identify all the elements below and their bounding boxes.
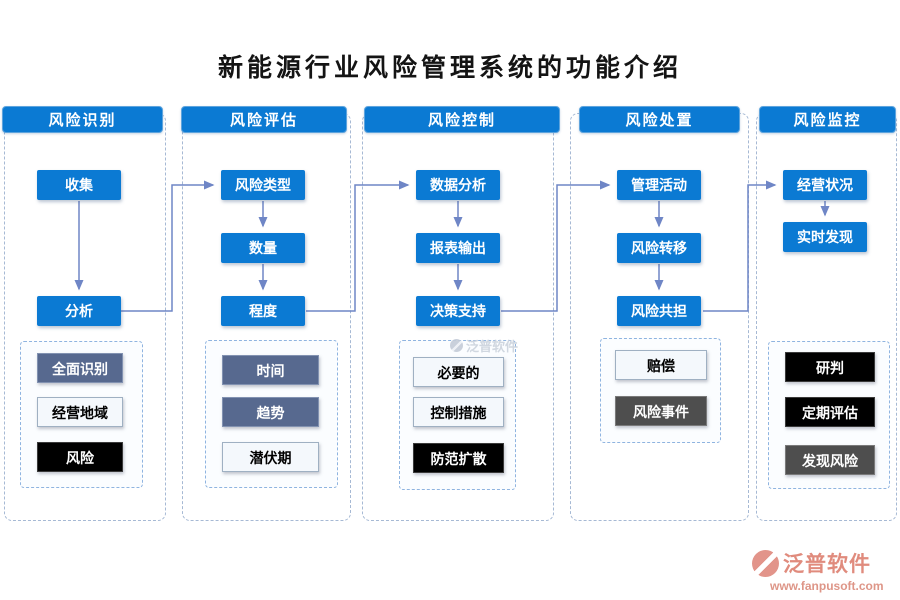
tag-trend: 趋势: [222, 397, 319, 427]
watermark: 泛普软件: [450, 336, 518, 355]
column-header-risk-disposal: 风险处置: [579, 106, 740, 133]
tag-research-judgement: 研判: [785, 352, 875, 382]
flow-node-quantity: 数量: [221, 233, 305, 263]
flow-node-degree: 程度: [221, 296, 305, 326]
flow-node-collect: 收集: [37, 170, 121, 200]
brand-name: 泛普软件: [783, 553, 871, 576]
column-header-risk-monitoring: 风险监控: [759, 106, 896, 133]
fanpu-logo-icon: [752, 549, 779, 577]
flow-node-risk-transfer: 风险转移: [617, 233, 701, 263]
tag-full-identification: 全面识别: [37, 353, 123, 383]
tag-control-measures: 控制措施: [413, 397, 504, 427]
flow-node-realtime-detection: 实时发现: [783, 222, 867, 252]
flow-node-risk-sharing: 风险共担: [617, 296, 701, 326]
column-header-risk-control: 风险控制: [364, 106, 560, 133]
column-header-risk-assessment: 风险评估: [181, 106, 347, 133]
column-header-risk-identification: 风险识别: [2, 106, 163, 133]
brand-url: www.fanpusoft.com: [770, 579, 884, 593]
tag-risk-event: 风险事件: [615, 396, 707, 426]
flow-node-data-analysis: 数据分析: [416, 170, 500, 200]
page-title: 新能源行业风险管理系统的功能介绍: [217, 55, 682, 82]
watermark-text: 泛普软件: [466, 339, 519, 354]
watermark-logo-icon: [450, 339, 463, 352]
flow-node-analyze: 分析: [37, 296, 121, 326]
flow-node-operating-status: 经营状况: [783, 170, 867, 200]
tag-operating-region: 经营地域: [37, 397, 123, 427]
tag-prevent-spread: 防范扩散: [413, 443, 504, 473]
tag-periodic-evaluation: 定期评估: [785, 397, 875, 427]
flow-node-decision-support: 决策支持: [416, 296, 500, 326]
flow-node-management-activity: 管理活动: [617, 170, 701, 200]
tag-necessary: 必要的: [413, 357, 504, 387]
tag-time: 时间: [222, 355, 319, 385]
tag-risk: 风险: [37, 442, 123, 472]
tag-discover-risk: 发现风险: [785, 445, 875, 475]
flow-node-risk-type: 风险类型: [221, 170, 305, 200]
tag-latency-period: 潜伏期: [222, 442, 319, 472]
footer-brand-block: 泛普软件 www.fanpusoft.com: [752, 548, 884, 593]
flow-node-report-output: 报表输出: [416, 233, 500, 263]
tag-compensation: 赔偿: [615, 350, 707, 380]
